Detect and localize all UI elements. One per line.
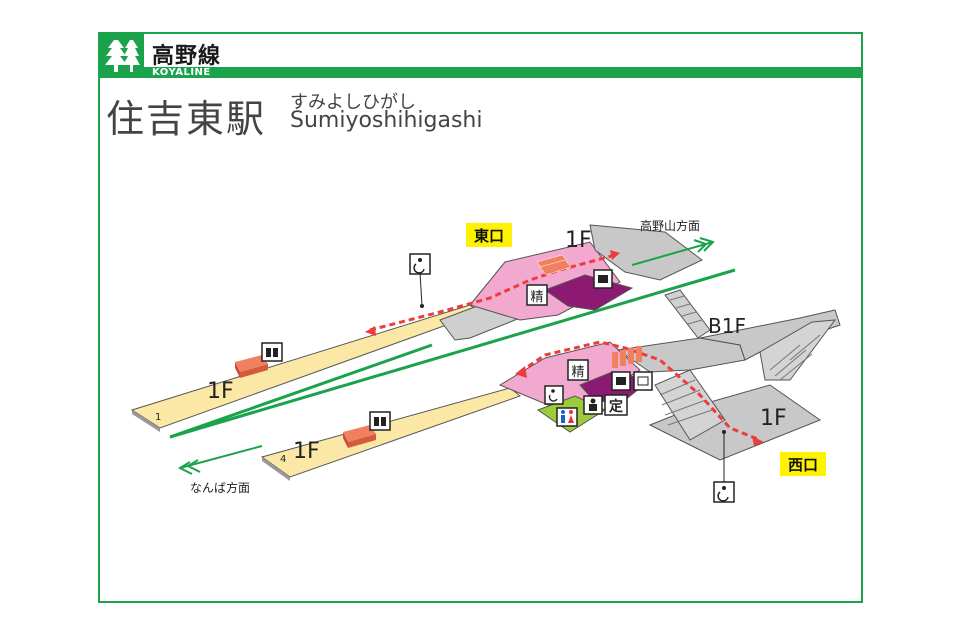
elevator-platform-1-icon bbox=[235, 355, 268, 378]
platform-1 bbox=[130, 304, 482, 429]
track-aux bbox=[168, 343, 432, 358]
platform-number-1: 1 bbox=[155, 412, 161, 423]
seisan-east-box bbox=[526, 284, 548, 306]
namba-direction-label: なんば方面 bbox=[190, 480, 250, 495]
wheelchair-icon-east bbox=[409, 253, 431, 308]
ticket-machines-east-icon bbox=[536, 254, 572, 276]
route-west bbox=[519, 340, 761, 442]
line-name: 高野線 bbox=[152, 44, 222, 69]
seisan-east-label: 精 bbox=[530, 290, 543, 305]
wheelchair-icon-west bbox=[713, 430, 735, 503]
east-exit-badge bbox=[466, 223, 512, 247]
staff-icon bbox=[583, 395, 603, 415]
floor-east-concourse: 1F bbox=[565, 228, 592, 253]
west-exit-badge bbox=[780, 452, 826, 476]
elevator-platform-4-icon bbox=[343, 425, 376, 448]
line-name-en: KOYALINE bbox=[152, 67, 211, 78]
floor-underpass: B1F bbox=[708, 314, 746, 338]
teiki-label: 定 bbox=[609, 398, 623, 415]
ticket-gate-icon-west bbox=[633, 371, 653, 391]
track-lower-west bbox=[169, 343, 433, 439]
toilet-icon bbox=[556, 407, 578, 427]
seisan-west-label: 精 bbox=[571, 365, 584, 380]
station-kana: すみよしひがし bbox=[290, 92, 416, 113]
koyasan-arrow-line bbox=[631, 241, 714, 266]
stair-right bbox=[759, 319, 837, 381]
line-logo-icon bbox=[100, 34, 144, 78]
station-name: 住吉東駅 bbox=[106, 97, 267, 141]
elevator-sign-icon-1 bbox=[261, 342, 283, 362]
teiki-box bbox=[604, 394, 628, 416]
floor-west-concourse: 1F bbox=[760, 406, 787, 431]
elevator-sign-icon-4 bbox=[369, 411, 391, 431]
map-frame: 高野線 KOYALINE 住吉東駅 すみよしひがし Sumiyoshihigas… bbox=[98, 32, 863, 603]
east-exit-label: 東口 bbox=[474, 227, 504, 245]
koyasan-direction-label: 高野山方面 bbox=[640, 218, 700, 233]
floor-platform-4: 1F bbox=[293, 439, 320, 464]
wheelchair-icon-toilet bbox=[544, 385, 564, 405]
ticket-office-icon-east bbox=[593, 269, 613, 289]
east-concourse-gray bbox=[589, 224, 703, 281]
ticket-machines-west-icon bbox=[612, 346, 642, 368]
route-east bbox=[369, 253, 616, 332]
track-upper bbox=[169, 268, 736, 439]
seisan-west-box bbox=[567, 359, 589, 381]
platform-number-4: 4 bbox=[280, 454, 286, 465]
station-romaji: Sumiyoshihigashi bbox=[290, 108, 483, 133]
line-color-bar bbox=[144, 67, 861, 78]
namba-arrow-line bbox=[179, 445, 263, 469]
floor-platform-1: 1F bbox=[207, 379, 234, 404]
west-exit-label: 西口 bbox=[788, 456, 818, 474]
ticket-office-icon-west bbox=[611, 371, 631, 391]
